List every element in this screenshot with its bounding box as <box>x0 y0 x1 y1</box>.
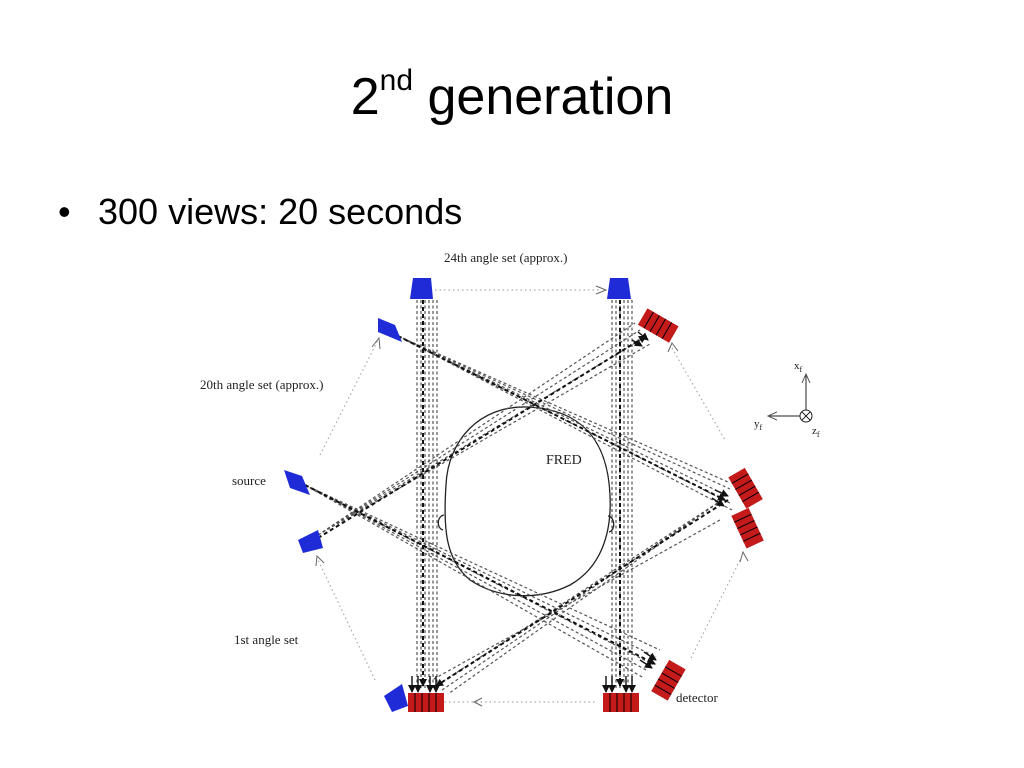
source-upper-left <box>378 318 402 342</box>
coordinate-axes: xf yf zf <box>754 360 820 439</box>
beam-bundle-right <box>431 499 723 695</box>
beam-bundle-first-right <box>611 300 633 688</box>
central-rays <box>304 300 729 687</box>
fred-left-ear <box>437 514 445 531</box>
label-detector: detector <box>676 690 719 705</box>
label-20th-angle-set: 20th angle set (approx.) <box>200 377 323 392</box>
detector-right-b <box>731 507 764 549</box>
trajectory-lower-left <box>317 559 376 681</box>
detector-arrow-clusters <box>408 331 729 693</box>
bullet-item: • 300 views: 20 seconds <box>58 188 462 236</box>
source-top-left <box>410 278 433 299</box>
trajectory-upper-left <box>319 339 379 456</box>
fred-outline <box>444 406 611 597</box>
detector-bottom-left <box>408 693 444 712</box>
axis-z-label: zf <box>812 425 820 439</box>
detector-right-a <box>728 467 763 509</box>
beam-bundle-source <box>304 484 661 679</box>
beam-bundle-first-left <box>416 300 438 688</box>
title-main: 2 <box>350 68 380 126</box>
trajectory-upper-right <box>671 347 726 441</box>
trajectory-lower-right <box>689 559 741 661</box>
label-1st-angle-set: 1st angle set <box>234 632 299 647</box>
label-24th-angle-set: 24th angle set (approx.) <box>444 250 567 265</box>
axis-x-label: xf <box>794 360 803 374</box>
source-top-right <box>607 278 631 299</box>
detector-lower-right <box>651 659 686 701</box>
gantry-trajectory <box>317 289 741 703</box>
beam-bundle-lower-left <box>317 322 651 536</box>
fred-right-ear <box>607 515 615 533</box>
fred-object <box>437 406 615 597</box>
source-lower-left <box>298 530 323 553</box>
source-left <box>284 470 310 495</box>
bullet-dot: • <box>58 191 71 232</box>
source-units <box>284 278 631 712</box>
bullet-text: 300 views: 20 seconds <box>98 191 463 232</box>
detector-units <box>408 308 764 712</box>
detector-bottom-right <box>603 693 639 712</box>
label-source: source <box>232 473 266 488</box>
fred-label: FRED <box>546 453 582 468</box>
slide-title: 2nd generation <box>0 62 1024 132</box>
axis-y-label: yf <box>754 418 763 432</box>
detector-upper-right <box>637 308 679 343</box>
title-superscript: nd <box>379 64 414 97</box>
title-rest: generation <box>413 68 674 126</box>
source-bottom-left <box>384 684 408 712</box>
trajectory-arrows <box>315 285 749 707</box>
